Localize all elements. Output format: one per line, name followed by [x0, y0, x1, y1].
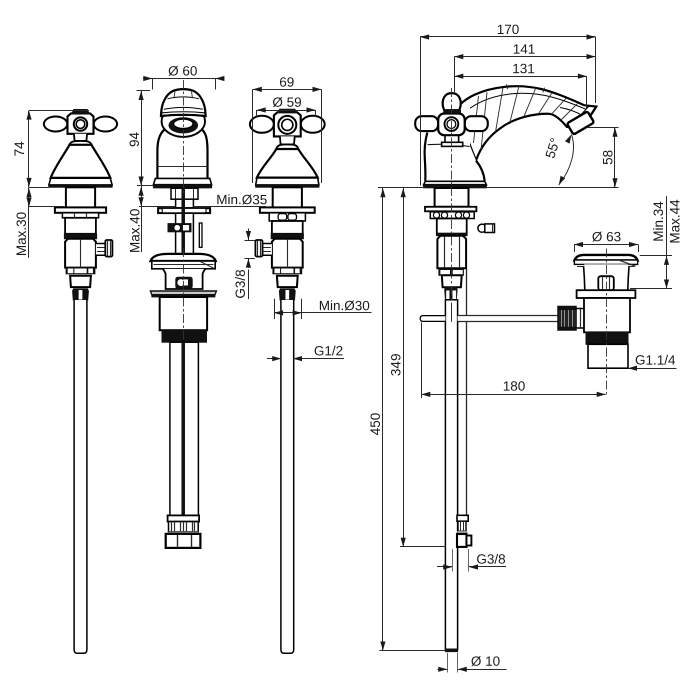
svg-text:Min.34: Min.34 — [651, 201, 666, 242]
svg-text:141: 141 — [513, 42, 536, 57]
svg-text:G3/8: G3/8 — [476, 552, 505, 567]
svg-text:349: 349 — [388, 354, 403, 377]
svg-text:Max.44: Max.44 — [667, 199, 682, 244]
svg-text:Ø 10: Ø 10 — [471, 654, 500, 669]
svg-text:180: 180 — [503, 379, 526, 394]
svg-text:G1.1/4: G1.1/4 — [635, 353, 676, 368]
svg-text:Ø 59: Ø 59 — [272, 95, 301, 110]
svg-text:55°: 55° — [542, 136, 563, 160]
svg-text:69: 69 — [279, 75, 294, 90]
svg-text:Min.Ø35: Min.Ø35 — [216, 192, 267, 207]
svg-text:450: 450 — [368, 413, 383, 436]
svg-text:131: 131 — [512, 61, 535, 76]
svg-text:170: 170 — [497, 22, 520, 37]
svg-text:Max.30: Max.30 — [14, 212, 29, 256]
svg-text:G3/8: G3/8 — [233, 269, 248, 298]
svg-text:Max.40: Max.40 — [127, 209, 142, 253]
svg-text:Min.Ø30: Min.Ø30 — [319, 298, 370, 313]
svg-text:Ø 63: Ø 63 — [592, 229, 621, 244]
svg-text:74: 74 — [12, 141, 27, 157]
svg-text:Ø 60: Ø 60 — [168, 63, 197, 78]
svg-text:94: 94 — [127, 132, 142, 148]
svg-text:58: 58 — [601, 150, 616, 165]
svg-text:G1/2: G1/2 — [314, 343, 343, 358]
